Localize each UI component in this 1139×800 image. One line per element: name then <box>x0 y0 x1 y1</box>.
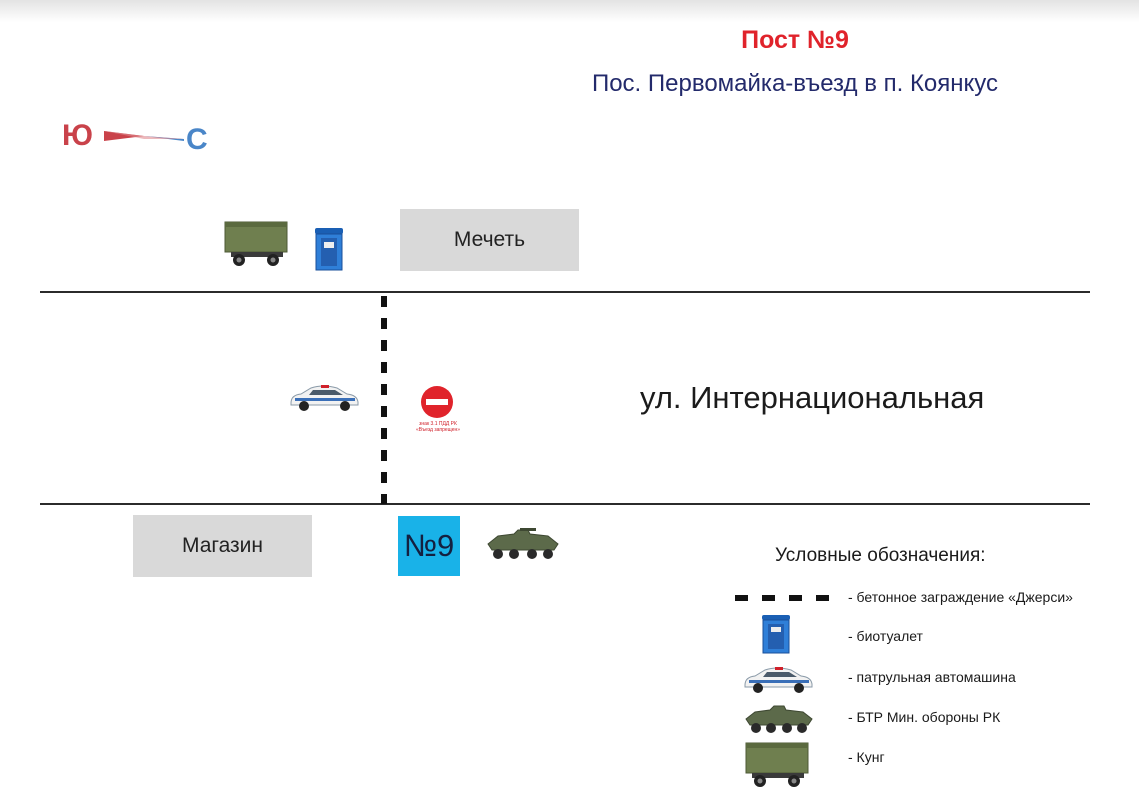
compass-south-label: Ю <box>62 119 93 152</box>
patrol-car-icon <box>744 667 813 693</box>
post-badge: №9 <box>398 516 460 576</box>
kung-icon <box>745 742 809 787</box>
compass-needle-icon <box>104 131 184 141</box>
patrol-car-icon <box>290 385 359 411</box>
compass-north-label: С <box>186 123 208 156</box>
post-subtitle: Пос. Первомайка-въезд в п. Коянкус <box>591 70 999 97</box>
biotoilet-icon <box>762 615 790 654</box>
road-edge-top <box>40 291 1090 293</box>
sign-caption-line2: «Въезд запрещен» <box>415 427 461 433</box>
sign-caption-line1: знак 3.1 ПДД РК <box>419 421 457 427</box>
legend-label-patrol-car: - патрульная автомашина <box>848 669 1016 685</box>
kung-icon <box>224 221 288 266</box>
apc-icon <box>487 528 559 559</box>
legend-label-kung: - Кунг <box>848 749 885 765</box>
sign-caption: знак 3.1 ПДД РК «Въезд запрещен» <box>403 421 473 433</box>
no-entry-sign-icon <box>421 386 453 418</box>
legend-title: Условные обозначения: <box>775 545 986 566</box>
shop-building: Магазин <box>133 515 312 577</box>
jersey-barrier-icon <box>735 595 831 601</box>
post-title: Пост №9 <box>741 26 849 54</box>
mosque-building: Мечеть <box>400 209 579 271</box>
legend-label-apc: - БТР Мин. обороны РК <box>848 709 1001 725</box>
apc-icon <box>745 705 813 733</box>
legend-label-biotoilet: - биотуалет <box>848 628 923 644</box>
legend-label-barrier: - бетонное заграждение «Джерси» <box>848 589 1073 605</box>
biotoilet-icon <box>315 228 343 271</box>
street-name: ул. Интернациональная <box>640 380 985 415</box>
road-edge-bottom <box>40 503 1090 505</box>
jersey-barrier <box>381 296 387 504</box>
